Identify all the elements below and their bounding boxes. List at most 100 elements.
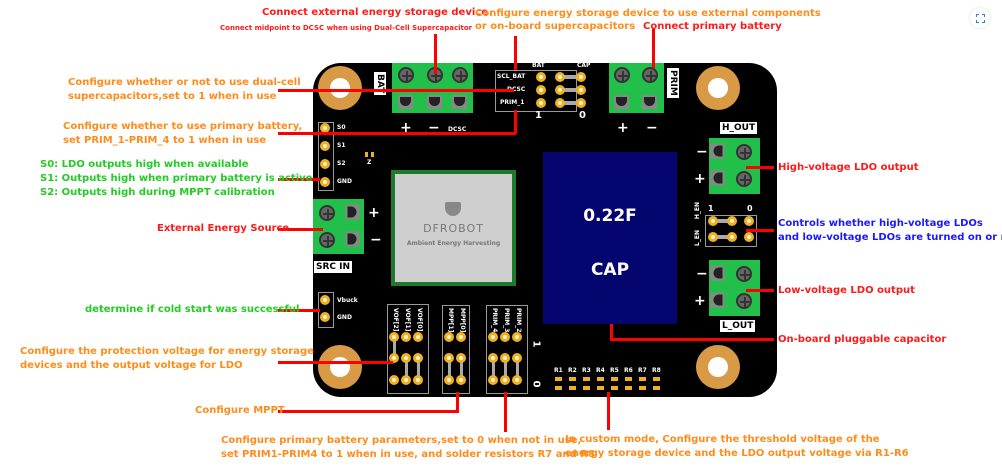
resistor-pad	[639, 386, 646, 390]
cap-value: 0.22F	[583, 206, 637, 226]
annotation-prim-params-2: set PRIM1-PRIM4 to 1 when in use, and so…	[221, 449, 595, 460]
mounting-hole	[318, 345, 362, 389]
leader-line	[746, 229, 774, 232]
en-one-label: 1	[708, 204, 714, 213]
resistor-label-r1: R1	[554, 367, 563, 374]
screw-icon	[319, 232, 335, 248]
src-minus-label: −	[370, 232, 382, 248]
header-pad	[576, 98, 586, 108]
terminal-pin	[710, 292, 725, 308]
leader-line	[456, 392, 459, 413]
select-zero-label: 0	[579, 110, 586, 121]
annotation-primary-battery: Connect primary battery	[643, 21, 782, 32]
config-pad	[444, 332, 454, 342]
row-scl-bat-label: SCL_BAT	[497, 73, 526, 80]
leader-line	[610, 324, 613, 340]
gnd-label: GND	[337, 178, 352, 185]
annotation-s1: S1: Outputs high when primary battery is…	[40, 173, 313, 184]
screw-icon	[452, 67, 468, 83]
resistor-label-r6: R6	[624, 367, 633, 374]
h-out-minus-label: −	[696, 144, 708, 160]
resistor-pad	[597, 386, 604, 390]
jumper	[393, 340, 396, 362]
s1-label: S1	[337, 142, 346, 149]
en-pad	[727, 216, 737, 226]
l-out-minus-label: −	[696, 266, 708, 282]
annotation-ldo-en-1: Controls whether high-voltage LDOs	[778, 218, 983, 229]
header-pad	[555, 72, 565, 82]
resistor-pad	[625, 386, 632, 390]
terminal-pin	[642, 95, 657, 109]
resistor-label-r5: R5	[610, 367, 619, 374]
jumper	[492, 360, 495, 382]
config-pad	[456, 353, 466, 363]
header-pad	[576, 85, 586, 95]
header-pad	[576, 72, 586, 82]
status-pad	[320, 123, 330, 133]
annotation-config-storage-1: Configure energy storage device to use e…	[475, 8, 821, 19]
resistor-pad	[597, 377, 604, 381]
config-pad	[456, 375, 466, 385]
leader-line	[746, 166, 774, 169]
terminal-pin	[345, 231, 360, 247]
vbuck-pad	[320, 312, 330, 322]
resistor-pad	[625, 377, 632, 381]
config-pad	[401, 332, 411, 342]
screw-icon	[398, 67, 414, 83]
en-pad	[744, 216, 754, 226]
header-pad	[555, 98, 565, 108]
terminal-pin	[710, 265, 725, 281]
module-brand: DFROBOT	[423, 222, 484, 235]
bat-plus-label: +	[400, 120, 412, 136]
screw-icon	[319, 205, 335, 221]
prim-label: PRIM	[667, 68, 679, 98]
leader-line	[278, 309, 320, 312]
resistor-pad	[569, 377, 576, 381]
config-pad	[444, 375, 454, 385]
en-pad	[727, 232, 737, 242]
h-out-label: H_OUT	[720, 122, 758, 134]
leader-line	[652, 28, 655, 68]
jumper	[460, 360, 463, 382]
annotation-cold-start: determine if cold start was successful	[85, 304, 300, 315]
resistor-pad	[583, 386, 590, 390]
prim-minus-label: −	[646, 120, 658, 136]
leader-line	[278, 89, 514, 92]
src-plus-label: +	[368, 205, 380, 221]
vbuck-pad	[320, 295, 330, 305]
status-pad	[320, 141, 330, 151]
col-bat-label: BAT	[532, 62, 545, 69]
leader-line	[514, 110, 517, 134]
config-pad	[488, 353, 498, 363]
config-pad	[401, 375, 411, 385]
screw-icon	[736, 266, 752, 282]
bat-minus-label: −	[428, 120, 440, 136]
annotation-lv-out: Low-voltage LDO output	[778, 285, 915, 296]
leader-line	[278, 178, 320, 181]
resistor-pad	[653, 377, 660, 381]
jumper	[516, 360, 519, 382]
status-header	[318, 122, 334, 191]
config-pad	[512, 353, 522, 363]
annotation-ldo-en-2: and low-voltage LDOs are turned on or no…	[778, 232, 1002, 243]
row-dcsc-label: DCSC	[507, 86, 526, 93]
resistor-label-r8: R8	[652, 367, 661, 374]
mounting-hole	[696, 345, 740, 389]
resistor-label-r4: R4	[596, 367, 605, 374]
prim-plus-label: +	[617, 120, 629, 136]
expand-icon	[976, 14, 985, 23]
annotation-protection-2: devices and the output voltage for LDO	[20, 360, 243, 371]
header-pad	[536, 72, 546, 82]
header-pad	[555, 85, 565, 95]
terminal-pin	[710, 143, 725, 159]
config-pad	[512, 375, 522, 385]
annotation-dual-cell-1: Configure whether or not to use dual-cel…	[68, 77, 301, 88]
annotation-config-storage-2: or on-board supercapacitors	[475, 21, 636, 32]
expand-button[interactable]	[970, 8, 990, 28]
vof1-label: VOF[1]	[404, 308, 411, 332]
harvester-module: DFROBOT Ambient Energy Harvesting	[391, 170, 516, 286]
leader-line	[278, 228, 323, 231]
smd-pad	[365, 152, 368, 157]
config-pad	[401, 353, 411, 363]
annotation-prim-params-1: Configure primary battery parameters,set…	[221, 435, 582, 446]
